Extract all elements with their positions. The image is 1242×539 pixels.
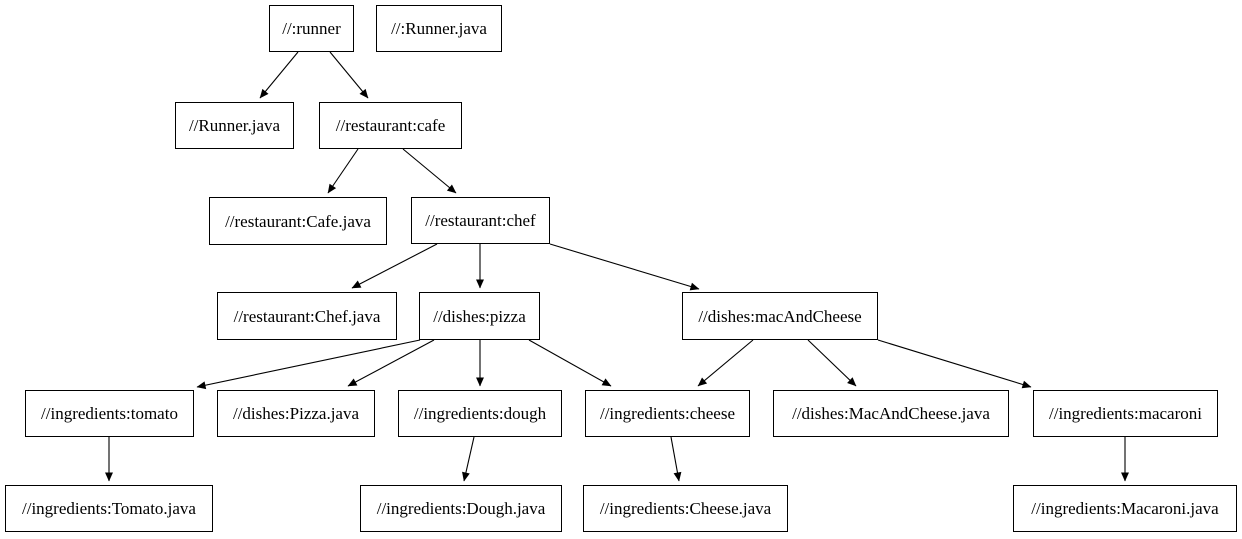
node-cheese-java: //ingredients:Cheese.java bbox=[583, 485, 788, 532]
node-dough: //ingredients:dough bbox=[398, 390, 562, 437]
node-macaroni-java: //ingredients:Macaroni.java bbox=[1013, 485, 1237, 532]
node-pizza-java: //dishes:Pizza.java bbox=[217, 390, 375, 437]
node-macaroni: //ingredients:macaroni bbox=[1033, 390, 1218, 437]
edge-mac-and-cheese-to-cheese bbox=[697, 339, 754, 387]
node-cafe: //restaurant:cafe bbox=[319, 102, 462, 149]
node-runner-java-src: //:Runner.java bbox=[376, 5, 502, 52]
edge-pizza-to-tomato bbox=[196, 339, 421, 390]
edge-chef-to-mac-and-cheese bbox=[549, 243, 700, 291]
edge-pizza-to-cheese bbox=[528, 339, 612, 387]
node-cheese: //ingredients:cheese bbox=[585, 390, 750, 437]
node-mac-and-cheese: //dishes:macAndCheese bbox=[682, 292, 878, 340]
node-tomato: //ingredients:tomato bbox=[25, 390, 194, 437]
edge-runner-to-runner-java bbox=[259, 51, 299, 99]
node-tomato-java: //ingredients:Tomato.java bbox=[5, 485, 213, 532]
edge-cheese-to-cheese-java bbox=[670, 436, 682, 482]
edge-pizza-to-pizza-java bbox=[347, 339, 435, 387]
node-runner-java: //Runner.java bbox=[175, 102, 294, 149]
node-dough-java: //ingredients:Dough.java bbox=[360, 485, 562, 532]
edge-dough-to-dough-java bbox=[462, 436, 475, 482]
edge-chef-to-chef-java bbox=[351, 243, 438, 289]
node-pizza: //dishes:pizza bbox=[419, 292, 540, 340]
node-cafe-java: //restaurant:Cafe.java bbox=[209, 197, 387, 245]
node-runner: //:runner bbox=[269, 5, 354, 52]
node-chef-java: //restaurant:Chef.java bbox=[217, 292, 397, 340]
edge-runner-to-cafe bbox=[329, 51, 369, 99]
edge-cafe-to-chef bbox=[402, 148, 457, 194]
node-chef: //restaurant:chef bbox=[411, 197, 550, 244]
edge-mac-and-cheese-to-macaroni bbox=[877, 339, 1032, 389]
node-mac-and-cheese-java: //dishes:MacAndCheese.java bbox=[773, 390, 1009, 437]
edge-cafe-to-cafe-java bbox=[327, 148, 359, 194]
edge-mac-and-cheese-to-mac-java bbox=[807, 339, 857, 387]
